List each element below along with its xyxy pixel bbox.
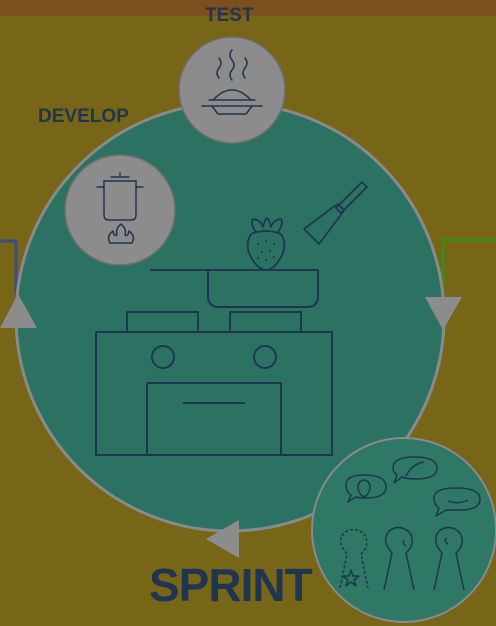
people-icon [339, 526, 465, 591]
people-circle [311, 437, 496, 623]
pot-on-flame-icon [64, 154, 176, 266]
right-connector-line [441, 238, 496, 297]
left-connector-line [0, 239, 18, 297]
top-band [0, 0, 496, 16]
cycle-arrow-right [425, 297, 462, 330]
speech-bubbles-icon [345, 456, 481, 517]
strawberry-icon [246, 217, 286, 271]
cycle-arrow-left [0, 294, 37, 328]
stove-with-pan-icon [95, 269, 333, 456]
sprint-label: SPRINT [149, 559, 313, 611]
test-label: TEST [205, 5, 254, 26]
cycle-arrow-bottom [206, 520, 239, 558]
spatula-icon [303, 181, 368, 245]
steaming-pie-icon [178, 36, 286, 144]
develop-label: DEVELOP [38, 106, 129, 127]
